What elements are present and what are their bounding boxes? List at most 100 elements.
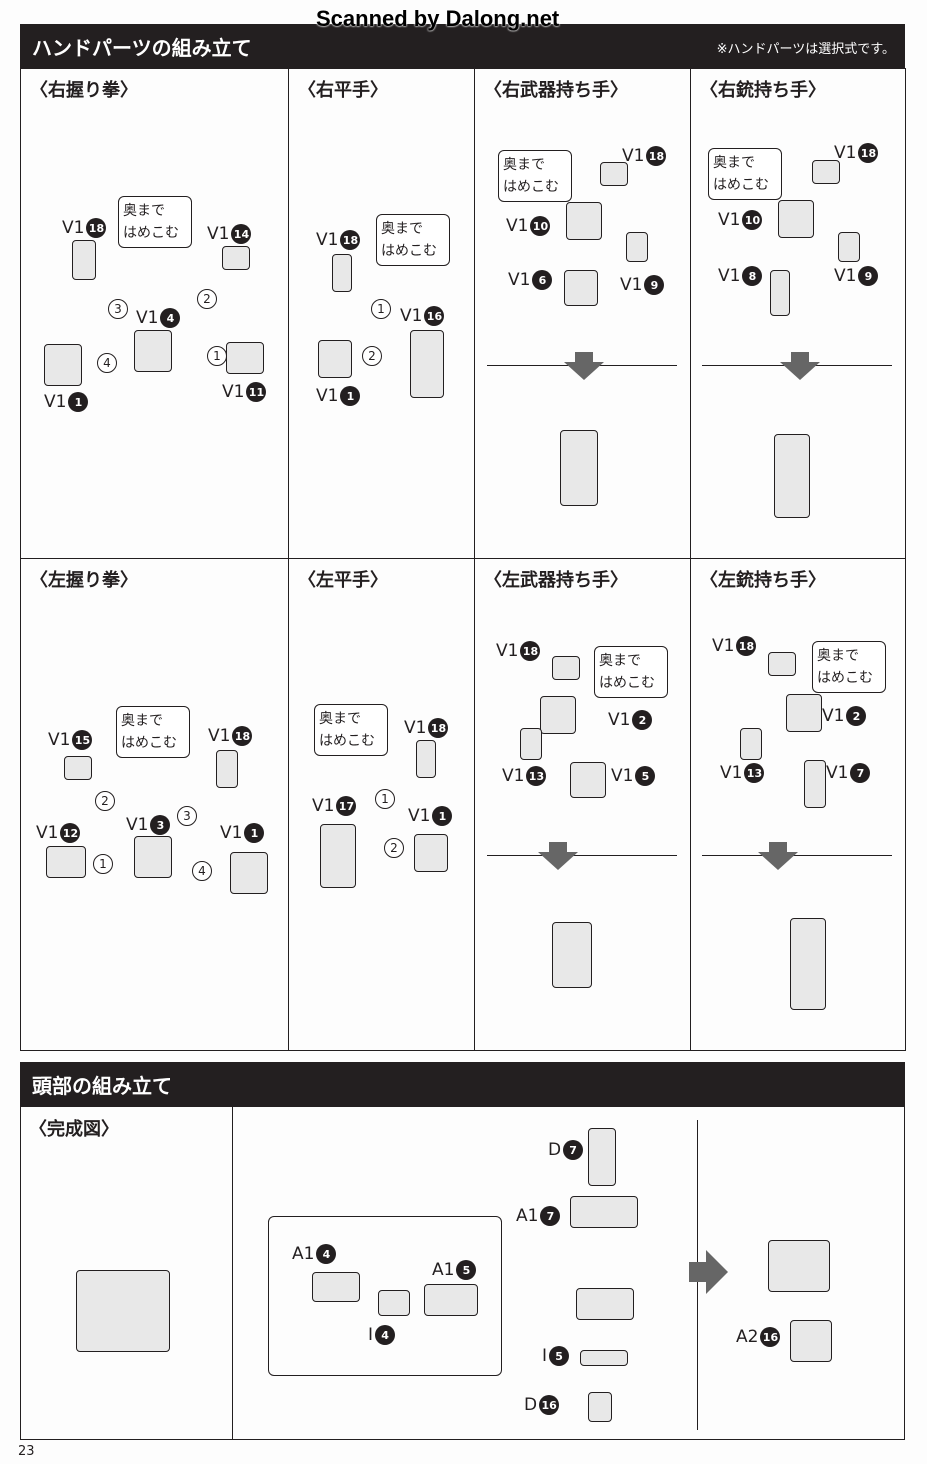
callout-insert-fully: 奥まではめこむ [708, 148, 782, 200]
part-number-badge: 18 [340, 230, 361, 250]
part-code: V1 [220, 823, 243, 843]
arrow-right-icon [706, 1250, 728, 1294]
head-part-illustration [768, 1240, 830, 1292]
part-code: I [542, 1346, 548, 1366]
hand-part-illustration [804, 760, 826, 808]
hand-part-illustration [774, 434, 810, 518]
callout-line: はめこむ [599, 675, 655, 691]
hand-part-illustration [778, 200, 814, 238]
part-number-badge: 18 [428, 718, 449, 738]
hand-part-illustration [560, 430, 598, 506]
callout-line: 奥まで [599, 653, 641, 669]
arrow-down-icon [564, 362, 604, 380]
watermark: Scanned by Dalong.net [316, 6, 560, 31]
part-number-badge: 4 [316, 1244, 337, 1264]
hand-panel-title: 〈右平手〉 [298, 80, 388, 101]
hand-panel-title: 〈左平手〉 [298, 570, 388, 591]
part-number-badge: 7 [563, 1140, 584, 1160]
part-number-badge: 7 [540, 1206, 561, 1226]
callout-insert-fully: 奥まではめこむ [116, 706, 190, 758]
part-code: V1 [44, 392, 67, 412]
complete-view-title: 〈完成図〉 [29, 1119, 119, 1140]
part-code: A1 [516, 1206, 539, 1226]
part-code: V1 [62, 218, 85, 238]
callout-insert-fully: 奥まではめこむ [118, 196, 192, 248]
hand-part-illustration [740, 728, 762, 760]
part-code: V1 [126, 815, 149, 835]
hand-part-illustration [520, 728, 542, 760]
part-number-badge: 10 [530, 216, 551, 236]
part-code: V1 [48, 730, 71, 750]
hand-part-illustration [134, 330, 172, 372]
callout-line: はめこむ [123, 225, 179, 241]
part-code: V1 [207, 224, 230, 244]
arrow-down-icon [758, 852, 798, 870]
part-code: D [548, 1140, 562, 1160]
hand-part-illustration [230, 852, 268, 894]
head-part-illustration [378, 1290, 410, 1316]
part-number-badge: 1 [340, 386, 361, 406]
hand-part-illustration [44, 344, 82, 386]
part-number-badge: 10 [742, 210, 763, 230]
part-code: V1 [611, 766, 634, 786]
part-code: V1 [720, 763, 743, 783]
part-number-badge: 1 [68, 392, 89, 412]
part-number-badge: 4 [160, 308, 181, 328]
step-number: 3 [177, 806, 197, 826]
part-code: V1 [822, 706, 845, 726]
head-part-illustration [588, 1128, 616, 1186]
callout-line: 奥まで [817, 648, 859, 664]
callout-line: はめこむ [121, 735, 177, 751]
page-number: 23 [18, 1444, 35, 1459]
part-code: V1 [502, 766, 525, 786]
part-number-badge: 13 [744, 763, 765, 783]
hand-part-illustration [768, 652, 796, 676]
callout-line: はめこむ [319, 733, 375, 749]
hand-panel-title: 〈右銃持ち手〉 [700, 80, 826, 101]
divider [487, 855, 677, 856]
part-number-badge: 5 [635, 766, 656, 786]
step-number: 2 [384, 838, 404, 858]
step-number: 1 [371, 299, 391, 319]
part-code: V1 [508, 270, 531, 290]
part-number-badge: 12 [60, 823, 81, 843]
step-number: 1 [207, 346, 227, 366]
part-number-badge: 4 [375, 1325, 396, 1345]
part-number-badge: 16 [760, 1327, 781, 1347]
callout-insert-fully: 奥まではめこむ [812, 641, 886, 693]
hand-part-illustration [626, 232, 648, 262]
part-code: V1 [834, 266, 857, 286]
step-number: 2 [362, 346, 382, 366]
head-part-illustration [424, 1284, 478, 1316]
head-part-illustration [76, 1270, 170, 1352]
hand-part-illustration [318, 340, 352, 378]
part-code: A2 [736, 1327, 759, 1347]
part-number-badge: 18 [646, 146, 667, 166]
part-number-badge: 14 [231, 224, 252, 244]
head-section-header: 頭部の組み立て [20, 1062, 905, 1106]
part-number-badge: 5 [549, 1346, 570, 1366]
part-number-badge: 9 [858, 266, 879, 286]
hand-part-illustration [72, 240, 96, 280]
part-code: V1 [712, 636, 735, 656]
hand-part-illustration [552, 656, 580, 680]
part-code: V1 [316, 230, 339, 250]
callout-line: はめこむ [381, 243, 437, 259]
